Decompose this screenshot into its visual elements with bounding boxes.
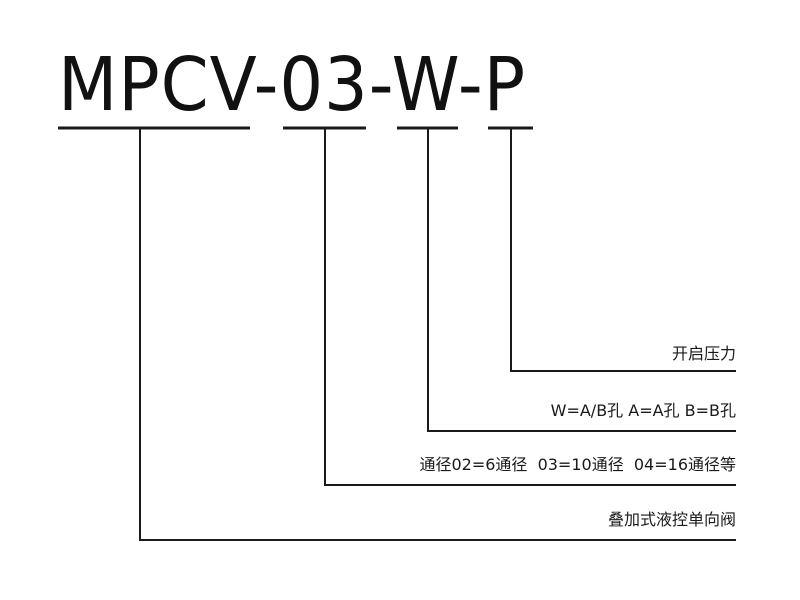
description-w: W=A/B孔 A=A孔 B=B孔 — [551, 401, 736, 420]
leader-line-mpcv — [139, 128, 736, 541]
model-code-title: MPCV-03-W-P — [58, 42, 526, 128]
description-p: 开启压力 — [672, 344, 736, 363]
description-mpcv: 叠加式液控单向阀 — [608, 510, 736, 529]
description-03: 通径02=6通径 03=10通径 04=16通径等 — [419, 455, 736, 474]
leader-line-p — [510, 128, 736, 372]
leader-line-03 — [324, 128, 736, 486]
leader-line-w — [427, 128, 736, 432]
